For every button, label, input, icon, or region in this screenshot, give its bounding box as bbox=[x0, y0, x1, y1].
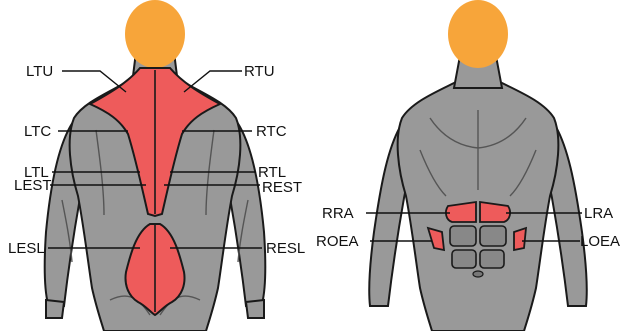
ab-block bbox=[480, 226, 506, 246]
label-rtc: RTC bbox=[256, 123, 287, 140]
back-right-hand bbox=[246, 300, 264, 318]
ab-block bbox=[450, 226, 476, 246]
label-ltu: LTU bbox=[26, 63, 53, 80]
label-lest: LEST bbox=[14, 177, 52, 194]
rectus-abdominis-right bbox=[446, 202, 476, 222]
ab-block bbox=[452, 250, 476, 268]
rectus-abdominis-left bbox=[480, 202, 510, 222]
external-oblique-left bbox=[514, 228, 526, 250]
back-figure bbox=[45, 0, 266, 331]
label-lra: LRA bbox=[584, 205, 613, 222]
label-rest: REST bbox=[262, 179, 302, 196]
label-resl: RESL bbox=[266, 240, 305, 257]
front-figure bbox=[369, 0, 587, 331]
ab-block bbox=[480, 250, 504, 268]
label-loea: LOEA bbox=[580, 233, 620, 250]
front-head bbox=[448, 0, 508, 68]
label-rtu: RTU bbox=[244, 63, 275, 80]
back-left-hand bbox=[46, 300, 64, 318]
label-roea: ROEA bbox=[316, 233, 359, 250]
back-head bbox=[125, 0, 185, 68]
navel bbox=[473, 271, 483, 277]
label-ltc: LTC bbox=[24, 123, 51, 140]
label-rra: RRA bbox=[322, 205, 354, 222]
label-lesl: LESL bbox=[8, 240, 45, 257]
